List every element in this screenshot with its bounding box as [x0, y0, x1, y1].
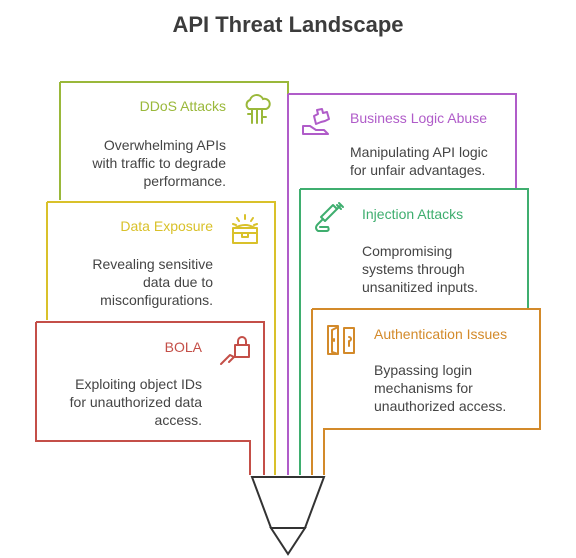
funnel-top-section [250, 476, 326, 529]
injection-card-outline [299, 188, 529, 475]
puzzle-hand-icon [300, 104, 334, 138]
data-line: misconfigurations. [100, 292, 213, 308]
ddos-line: with traffic to degrade [92, 155, 226, 171]
funnel-bottom-section [269, 527, 307, 556]
bola-card-outline [35, 321, 265, 475]
auth-card-outline [311, 308, 541, 475]
business-description: Manipulating API logic for unfair advant… [350, 143, 488, 179]
data-line: Revealing sensitive [92, 256, 213, 272]
injection-line: Compromising [362, 243, 453, 259]
business-card-outline [287, 93, 517, 475]
ddos-line: performance. [143, 173, 226, 189]
data-description: Revealing sensitive data due to misconfi… [13, 255, 213, 309]
business-heading: Business Logic Abuse [350, 110, 487, 126]
open-chest-icon [228, 212, 262, 246]
business-line: for unfair advantages. [350, 162, 486, 178]
auth-description: Bypassing login mechanisms for unauthori… [374, 361, 506, 415]
auth-heading: Authentication Issues [374, 326, 508, 342]
data-card-outline [46, 201, 276, 475]
door-lock-icon [324, 322, 358, 356]
bola-line: for unauthorized data [69, 394, 202, 410]
bola-line: Exploiting object IDs [75, 376, 202, 392]
cloud-network-icon [240, 92, 274, 126]
diagram-title: API Threat Landscape [172, 12, 404, 37]
syringe-icon [312, 200, 346, 234]
data-heading: Data Exposure [120, 218, 213, 234]
auth-line: Bypassing login [374, 362, 473, 378]
data-line: data due to [142, 274, 213, 290]
business-line: Manipulating API logic [350, 144, 488, 160]
ddos-line: Overwhelming APIs [103, 137, 226, 153]
bola-line: access. [154, 412, 202, 428]
auth-line: mechanisms for [374, 380, 473, 396]
auth-line: unauthorized access. [374, 398, 507, 414]
bola-description: Exploiting object IDs for unauthorized d… [2, 375, 202, 429]
ddos-heading: DDoS Attacks [139, 98, 226, 114]
hand-lock-icon [218, 333, 252, 367]
injection-line: systems through [362, 261, 465, 277]
injection-heading: Injection Attacks [362, 206, 464, 222]
ddos-description: Overwhelming APIs with traffic to degrad… [26, 136, 226, 190]
bola-heading: BOLA [164, 339, 202, 355]
injection-description: Compromising systems through unsanitized… [362, 242, 478, 296]
injection-line: unsanitized inputs. [362, 279, 478, 295]
